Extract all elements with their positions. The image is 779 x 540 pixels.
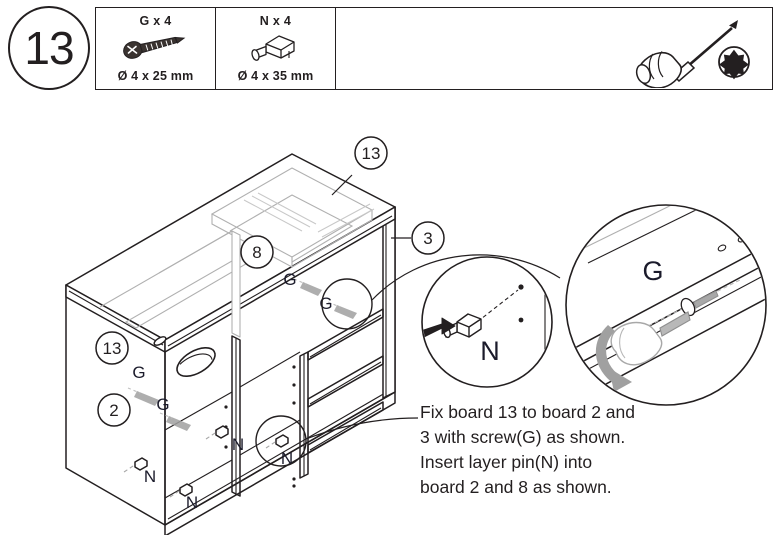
rotate-arrow-icon [595,325,632,392]
fastener-label-g: G [132,363,145,382]
focus-circle-g [321,278,373,330]
tool-icons-group [626,12,756,93]
part-name-g: G x 4 [139,14,172,28]
interior-divider [299,351,309,479]
callout-3-right: 3 [391,221,445,255]
leader-to-n-detail [305,417,419,440]
board-13-top [65,153,396,353]
detail-leader-lines [305,254,561,440]
detail-n-label: N [480,336,500,366]
worktop-cutouts [153,336,216,377]
cabinet-drawing-svg: .ink { stroke:#231f20; stroke-width:1.5;… [65,136,767,537]
insert-arrow-icon [423,317,456,341]
board-3-right-panel [382,206,396,399]
part-cell-g: G x 4 [96,8,216,89]
focus-circles [255,278,373,467]
step-number: 13 [24,22,74,74]
detail-n-circle [421,256,553,388]
part-name-n: N x 4 [259,14,292,28]
n-pin-indicators: N N N N [123,425,293,512]
detail-g-circle [565,204,767,406]
parts-table: G x 4 [95,7,773,90]
callout-2-left: 2 [97,393,131,427]
detail-view-g: G [565,204,767,406]
svg-text:3: 3 [423,229,432,248]
board-callouts: 13 3 8 13 [95,136,445,427]
callout-13-left: 13 [95,331,129,365]
instruction-line-1: Fix board 13 to board 2 and [420,402,636,422]
tool-cell [336,8,772,89]
fastener-label-n: N [281,449,293,468]
phillips-head-icon [718,46,750,80]
focus-circle-n [255,415,307,467]
compartment-backs [164,351,301,499]
fastener-label-g: G [283,270,296,289]
leader-to-g-detail [371,254,561,301]
callout-8-center: 8 [240,235,274,269]
instruction-line-3: Insert layer pin(N) into [420,452,593,472]
svg-text:13: 13 [362,144,381,163]
assembly-diagram: .ink { stroke:#231f20; stroke-width:1.5;… [0,100,779,537]
part-dimension-n: Ø 4 x 35 mm [237,69,314,83]
svg-text:13: 13 [103,339,122,358]
open-shelves [307,308,384,454]
header-bar: 13 G x 4 [0,0,779,100]
screw-icon [117,28,195,69]
instruction-text: Fix board 13 to board 2 and 3 with screw… [420,400,770,500]
layer-pin-icon [244,28,308,69]
part-cell-n: N x 4 [216,8,336,89]
step-number-badge: 13 [8,6,90,90]
svg-text:2: 2 [109,401,118,420]
phillips-screwdriver-icon [635,20,738,89]
instruction-line-2: 3 with screw(G) as shown. [420,427,626,447]
instruction-line-4: board 2 and 8 as shown. [420,477,612,497]
detail-view-n: N [421,256,553,388]
fastener-label-g: G [156,395,169,414]
fastener-label-n: N [186,493,198,512]
part-dimension-g: Ø 4 x 25 mm [117,69,194,83]
g-screw-indicators: G G G G [127,270,357,431]
fastener-label-n: N [232,435,244,454]
detail-g-label: G [642,256,663,286]
fastener-label-n: N [144,467,156,486]
board-8-center-divider [158,230,241,497]
svg-text:8: 8 [252,243,261,262]
callout-13-top: 13 [331,136,388,196]
